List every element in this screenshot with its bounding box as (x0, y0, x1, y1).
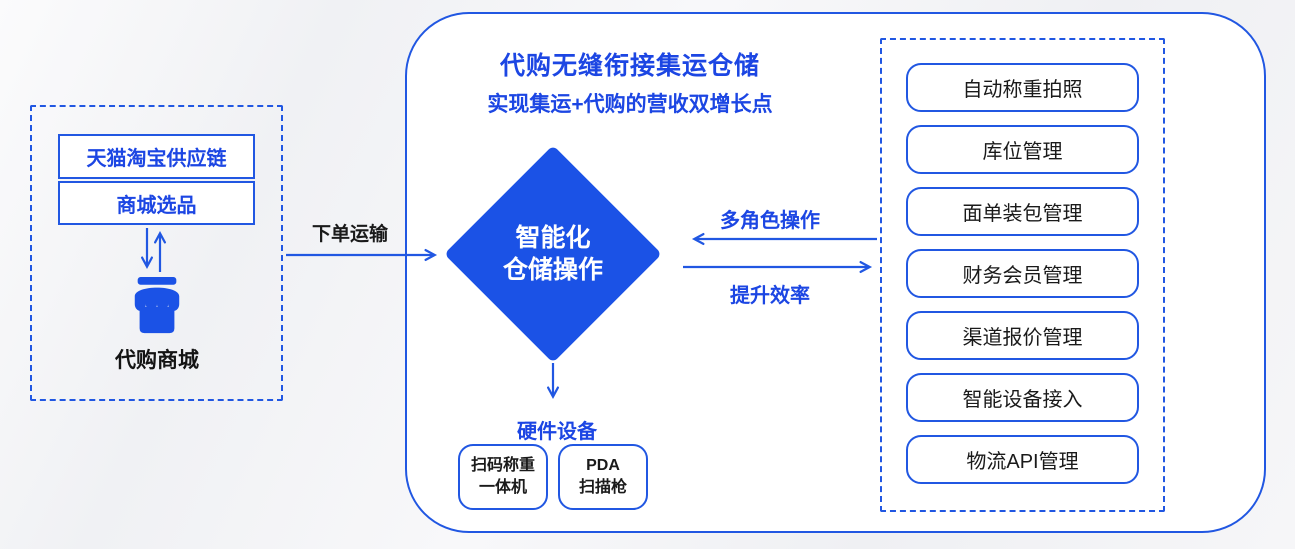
hardware-device-line1: 扫码称重 (470, 457, 535, 475)
hardware-device-line2: 一体机 (478, 479, 527, 496)
module-pill-label: 智能设备接入 (962, 389, 1083, 411)
diamond-line2: 仓储操作 (502, 256, 603, 284)
module-pill-label: 库位管理 (982, 141, 1063, 163)
panel-subtitle: 实现集运+代购的营收双增长点 (487, 93, 773, 116)
purchase-mall-group (30, 105, 283, 401)
hardware-device-box: 扫码称重 一体机 (458, 444, 548, 510)
mall-selection-label: 商城选品 (116, 194, 197, 217)
module-pill-label: 自动称重拍照 (962, 79, 1083, 101)
module-pill-label: 物流API管理 (966, 451, 1079, 473)
module-list: 自动称重拍照 库位管理 面单装包管理 财务会员管理 渠道报价管理 智能设备接入 (906, 63, 1139, 484)
order-transport-label: 下单运输 (311, 224, 388, 245)
mall-selection-node: 商城选品 (58, 181, 255, 225)
diamond-line1: 智能化 (515, 223, 591, 252)
hardware-device-list: 扫码称重 一体机 PDA 扫描枪 (458, 444, 648, 510)
hardware-title: 硬件设备 (517, 421, 597, 443)
hardware-device-line2: 扫描枪 (578, 479, 627, 496)
module-pill-label: 财务会员管理 (962, 265, 1083, 287)
module-pill: 库位管理 (906, 125, 1139, 174)
panel-title: 代购无缝衔接集运仓储 (499, 52, 760, 80)
hardware-device-box: PDA 扫描枪 (558, 444, 648, 510)
module-pill: 渠道报价管理 (906, 311, 1139, 360)
module-pill-label: 渠道报价管理 (962, 327, 1083, 349)
module-pill: 面单装包管理 (906, 187, 1139, 236)
efficiency-label: 提升效率 (730, 285, 810, 307)
supply-chain-label: 天猫淘宝供应链 (86, 148, 227, 170)
module-pill: 智能设备接入 (906, 373, 1139, 422)
module-group (880, 38, 1165, 512)
hardware-device-line1: PDA (586, 457, 620, 475)
supply-chain-node: 天猫淘宝供应链 (58, 134, 255, 179)
mall-label: 代购商城 (115, 349, 199, 372)
smart-warehouse-diamond-label: 智能化 仓储操作 (456, 177, 650, 331)
module-pill: 自动称重拍照 (906, 63, 1139, 112)
module-pill-label: 面单装包管理 (962, 203, 1083, 225)
multi-role-label: 多角色操作 (720, 210, 820, 232)
storefront-icon (126, 277, 188, 335)
module-pill: 财务会员管理 (906, 249, 1139, 298)
module-pill: 物流API管理 (906, 435, 1139, 484)
